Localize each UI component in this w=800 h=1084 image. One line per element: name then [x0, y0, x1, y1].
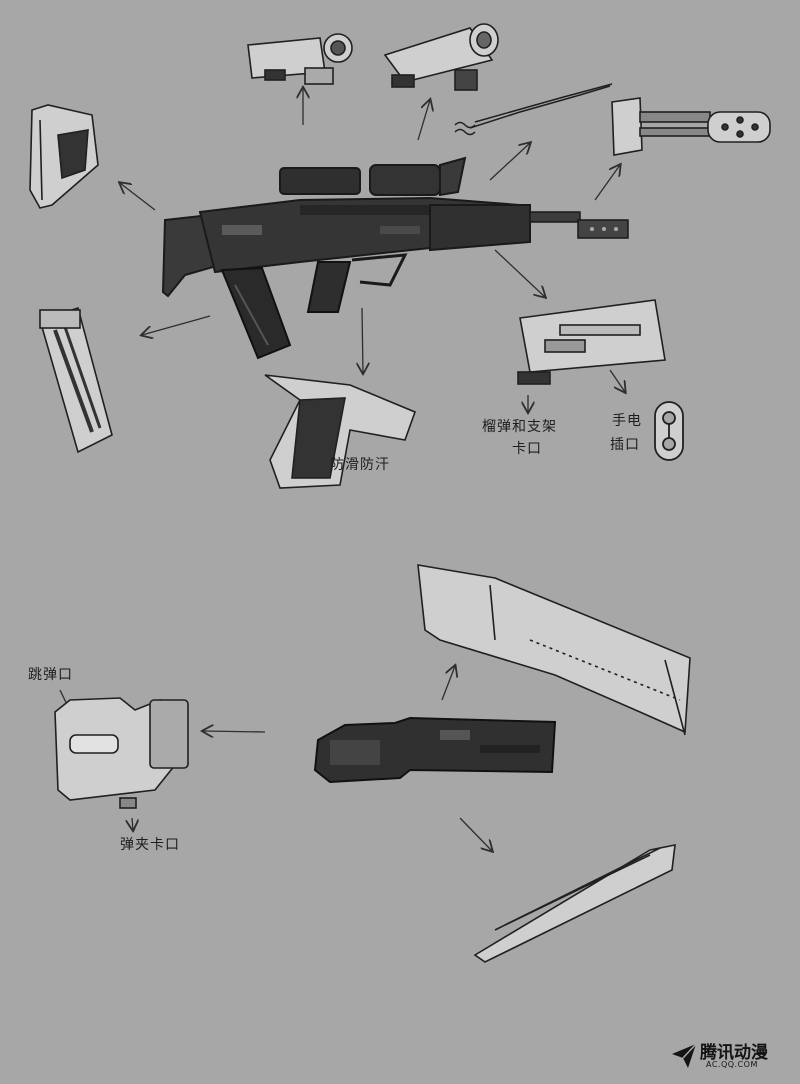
scope-sketch-b — [383, 23, 499, 91]
watermark-brand: 腾讯动漫 — [700, 1043, 768, 1063]
grip-annotation: 防滑防汗 — [330, 457, 390, 473]
magazine-sketch — [39, 306, 113, 454]
rail-piece-sketch — [473, 843, 676, 963]
mag-catch-annotation: 弹夹卡口 — [120, 837, 180, 853]
grip-sketch — [264, 374, 417, 489]
bayonet-sketch — [454, 83, 613, 136]
rail-handguard-sketch — [517, 299, 666, 385]
rail-annotation-line1: 榴弹和支架 — [482, 419, 557, 435]
paper-plane-icon — [672, 1043, 697, 1068]
dust-cover-sketch — [417, 564, 691, 736]
bolt-carrier-sketch — [54, 697, 189, 809]
flashlight-mount-sketch — [654, 401, 684, 461]
rail-annotation-line2: 卡口 — [512, 441, 542, 457]
barrel-muzzle-sketch — [611, 97, 771, 156]
receiver-body-illustration — [313, 716, 557, 784]
stock-sketch — [29, 104, 99, 209]
scope-sketch-a — [247, 33, 353, 85]
watermark-url: AC.QQ.COM — [706, 1060, 758, 1069]
rifle-main-illustration — [161, 156, 629, 360]
flashlight-annotation-line1: 手电 — [612, 413, 642, 429]
ejection-port-annotation: 跳弹口 — [28, 667, 73, 683]
flashlight-annotation-line2: 插口 — [610, 437, 640, 453]
watermark: 腾讯动漫 AC.QQ.COM — [670, 1036, 790, 1076]
